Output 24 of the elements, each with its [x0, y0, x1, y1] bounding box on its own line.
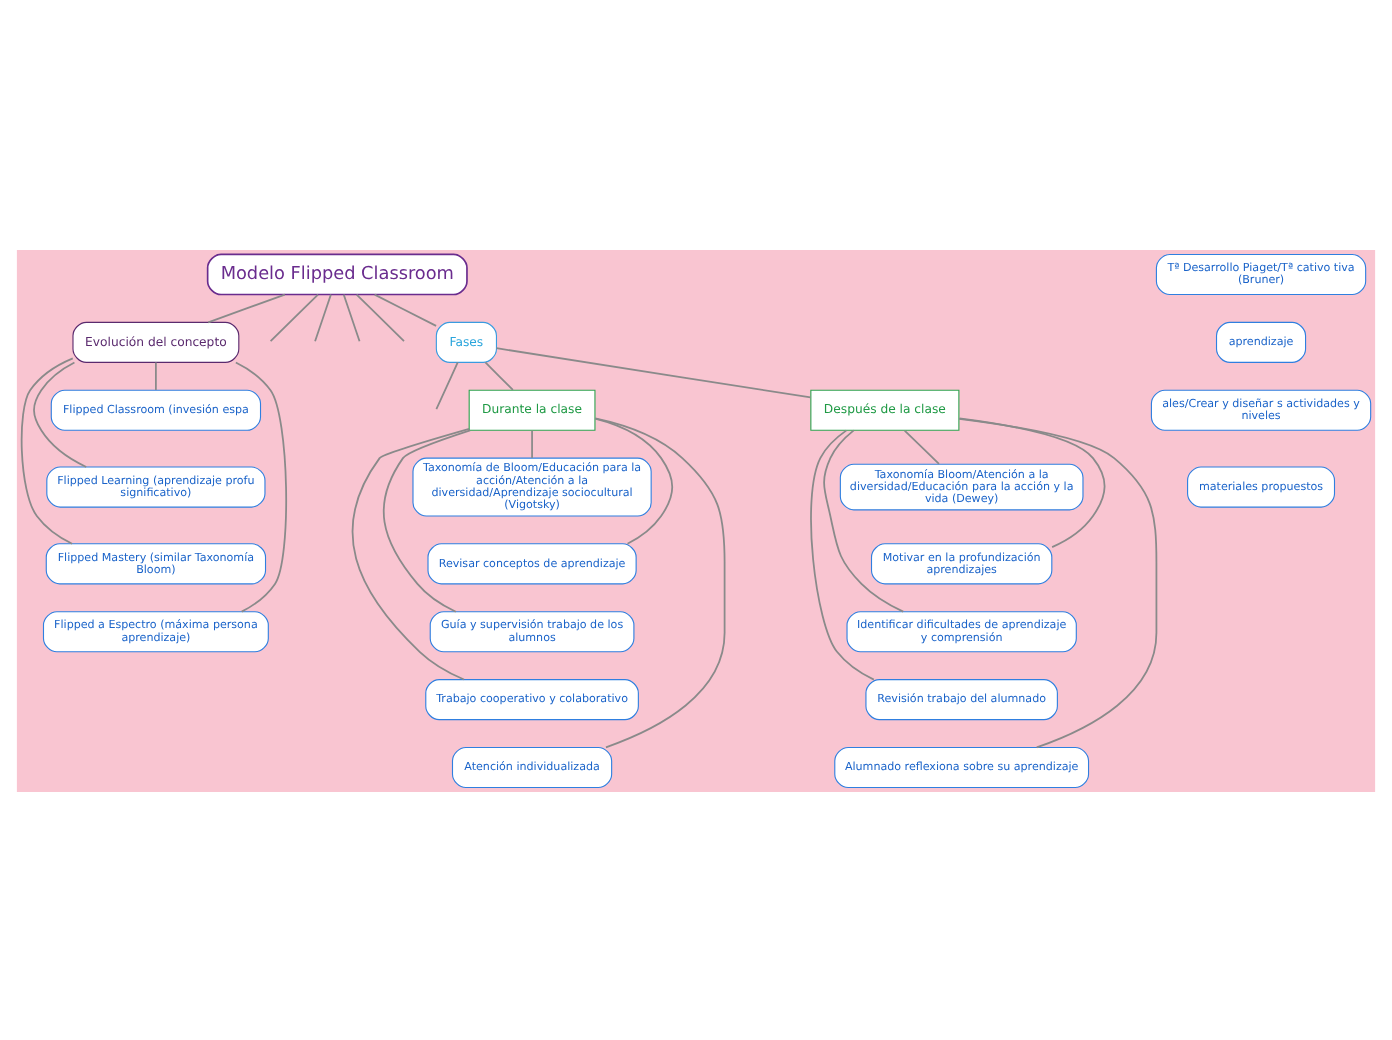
connector	[20, 356, 74, 544]
connector	[495, 346, 812, 398]
connector	[234, 360, 287, 612]
connector	[484, 360, 514, 390]
connector	[594, 416, 674, 544]
connector	[33, 360, 88, 467]
connector	[810, 428, 875, 680]
connector	[269, 292, 319, 342]
connector	[958, 417, 1158, 748]
connector	[594, 416, 726, 748]
connector	[207, 292, 286, 323]
connector	[531, 428, 533, 458]
connector	[903, 428, 940, 464]
connector	[314, 292, 332, 342]
connector	[382, 428, 471, 612]
connector	[351, 426, 471, 680]
connector	[958, 416, 1106, 547]
connector	[342, 292, 361, 342]
node-box: Modelo Flipped Classroom	[206, 252, 468, 295]
connector	[435, 360, 459, 409]
connector	[823, 428, 905, 612]
connector	[355, 292, 405, 342]
connector	[373, 292, 437, 326]
connector	[155, 360, 157, 390]
